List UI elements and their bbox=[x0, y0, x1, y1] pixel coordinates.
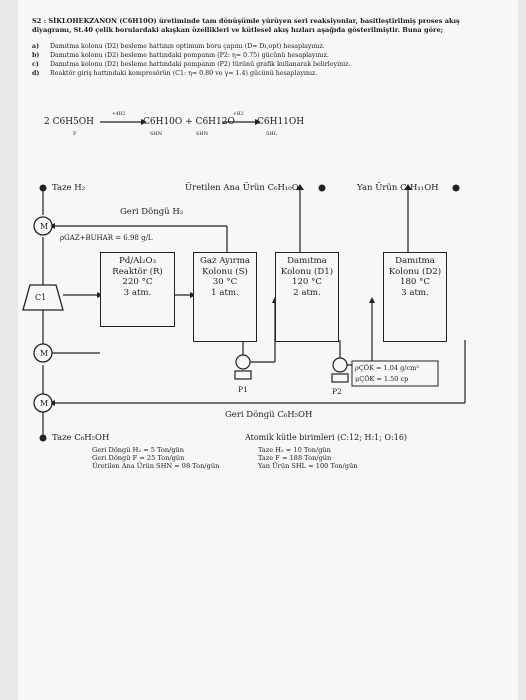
d1-pressure: 2 atm. bbox=[293, 287, 321, 298]
separator-line1: Gaz Ayırma bbox=[199, 256, 251, 266]
motor-top-label: M bbox=[40, 222, 49, 231]
side-product-head bbox=[404, 184, 412, 190]
compressor-label: C1 bbox=[35, 293, 47, 302]
question-c-text: Damıtma kolonu (D2) besleme hattındaki p… bbox=[50, 61, 351, 68]
pump1-base bbox=[234, 370, 252, 380]
d2-pressure: 3 atm. bbox=[401, 287, 429, 298]
reactor-catalyst: Pd/Al₂O₃ bbox=[118, 256, 157, 266]
reaction-arrow2-head bbox=[255, 119, 261, 125]
recycle-h2-label: Geri Döngü H₂ bbox=[120, 207, 184, 217]
reaction-sub-shn1: SHN bbox=[150, 131, 163, 137]
d1-line2: Kolonu (D1) bbox=[280, 266, 334, 277]
side-product-dot bbox=[452, 184, 460, 192]
reaction-sub-shn2: SHN bbox=[196, 131, 209, 137]
reaction-arrow2-label: +H2 bbox=[233, 112, 244, 117]
paper-sheet bbox=[18, 0, 518, 700]
question-b-label: b) bbox=[32, 52, 40, 59]
d2-temperature: 180 °C bbox=[399, 277, 430, 287]
recycle-phenol-label: Geri Döngü C₆H₅OH bbox=[225, 410, 313, 420]
question-d-label: d) bbox=[32, 70, 40, 77]
question-c-label: c) bbox=[32, 61, 39, 68]
d1-column-box: Damıtma Kolonu (D1) 120 °C 2 atm. bbox=[275, 252, 339, 342]
problem-header-line2: diyagramı, St.40 çelik borulardaki akışk… bbox=[32, 26, 444, 34]
flow-side-product: Yan Ürün SHL = 100 Ton/gün bbox=[258, 462, 358, 470]
problem-header-line1: S2 : SİKLOHEKZANON (C6H10O) üretiminde t… bbox=[32, 17, 460, 25]
d1-line1: Damıtma bbox=[287, 256, 327, 266]
gas-density-label: ρGAZ+BUHAR = 6.98 g/L bbox=[60, 234, 153, 242]
pump2-label: P2 bbox=[332, 387, 342, 396]
side-product-label: Yan Ürün C₆H₁₁OH bbox=[357, 183, 439, 193]
motor-bottom-label: M bbox=[40, 399, 49, 408]
question-d-text: Reaktör giriş hattındaki kompresörün (C1… bbox=[50, 70, 318, 77]
reaction-arrow1-label: +4H2 bbox=[112, 112, 126, 117]
flow-recycle-f: Geri Döngü F = 25 Ton/gün bbox=[92, 454, 185, 462]
motor-bottom bbox=[33, 393, 53, 413]
question-b-text: Damıtma kolonu (D2) besleme hattındaki p… bbox=[50, 52, 329, 59]
pump1-label: P1 bbox=[238, 385, 248, 394]
d1-temperature: 120 °C bbox=[291, 277, 322, 287]
separator-line2: Kolonu (S) bbox=[202, 266, 248, 277]
separator-temperature: 30 °C bbox=[212, 277, 238, 287]
question-a-text: Damıtma kolonu (D2) besleme hattının opt… bbox=[50, 43, 325, 50]
reactor-box: Pd/Al₂O₃ Reaktör (R) 220 °C 3 atm. bbox=[100, 252, 175, 327]
pump2-shape bbox=[332, 357, 348, 373]
reaction-sub-f: F bbox=[73, 131, 77, 137]
fresh-phenol-dot bbox=[39, 434, 47, 442]
pump2-base bbox=[331, 373, 349, 383]
d2-head bbox=[369, 297, 375, 303]
d2-line1: Damıtma bbox=[395, 256, 435, 266]
reaction-arrow1-head bbox=[141, 119, 147, 125]
reaction-intermediate: C6H10O + C6H12O bbox=[143, 117, 235, 127]
fresh-h2-label: Taze H₂ bbox=[52, 183, 86, 193]
reaction-sub-shl: SHL bbox=[266, 131, 278, 137]
fresh-h2-dot bbox=[39, 184, 47, 192]
d2-line2: Kolonu (D2) bbox=[388, 266, 442, 277]
flow-recycle-h2: Geri Döngü H₂ = 5 Ton/gün bbox=[92, 446, 185, 454]
reaction-reactant: 2 C6H5OH bbox=[44, 117, 95, 127]
separator-pressure: 1 atm. bbox=[211, 287, 239, 298]
atomic-mass-units: Atomik kütle birimleri (C:12; H:1; O:16) bbox=[245, 433, 408, 442]
liquid-viscosity: μÇÖK = 1.50 cp bbox=[355, 375, 409, 383]
pump1-shape bbox=[235, 354, 251, 370]
fresh-phenol-label: Taze C₆H₅OH bbox=[52, 433, 110, 443]
main-product-label: Üretilen Ana Ürün C₆H₁₀O bbox=[185, 183, 299, 193]
main-product-head bbox=[296, 184, 304, 190]
question-a-label: a) bbox=[32, 43, 40, 50]
d2-column-box: Damıtma Kolonu (D2) 180 °C 3 atm. bbox=[383, 252, 447, 342]
liquid-density: ρÇÖK = 1.04 g/cm³ bbox=[355, 364, 419, 372]
compressor-shape bbox=[22, 284, 64, 311]
motor-middle bbox=[33, 343, 53, 363]
motor-middle-label: M bbox=[40, 349, 49, 358]
separator-box: Gaz Ayırma Kolonu (S) 30 °C 1 atm. bbox=[193, 252, 257, 342]
reactor-name: Reaktör (R) bbox=[112, 266, 163, 277]
motor-top bbox=[33, 216, 53, 236]
reactor-temperature: 220 °C bbox=[122, 277, 153, 287]
flow-fresh-h2: Taze H₂ = 10 Ton/gün bbox=[258, 446, 331, 454]
main-product-dot bbox=[318, 184, 326, 192]
flow-main-product: Üretilen Ana Ürün SHN = 98 Ton/gün bbox=[92, 462, 220, 470]
property-box bbox=[351, 360, 439, 387]
reaction-product: C6H11OH bbox=[257, 117, 305, 127]
reactor-pressure: 3 atm. bbox=[123, 287, 152, 298]
flow-fresh-f: Taze F = 188 Ton/gün bbox=[258, 454, 332, 462]
